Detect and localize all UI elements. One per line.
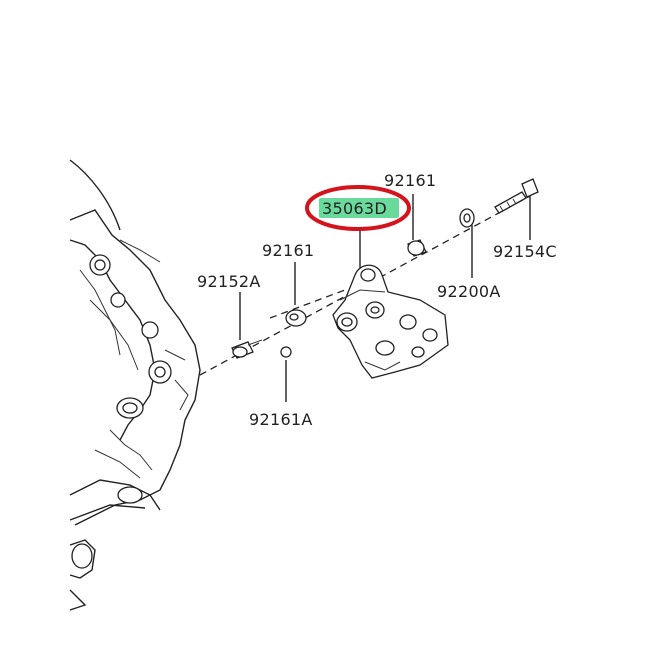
collar-92161-top <box>407 239 427 257</box>
label-92200a: 92200A <box>437 282 501 301</box>
collar-92161-mid <box>285 309 307 327</box>
label-92152a: 92152A <box>197 272 261 291</box>
assembly-axis <box>199 195 531 376</box>
label-92161-mid: 92161 <box>262 241 314 260</box>
label-35063d: 35063D <box>322 199 387 218</box>
leader-lines <box>239 194 531 402</box>
frame-casing <box>69 159 201 611</box>
label-92161a: 92161A <box>249 410 313 429</box>
bolt-92152a <box>231 339 263 359</box>
collar-92161a <box>280 346 292 358</box>
label-92154c: 92154C <box>493 242 557 261</box>
label-92161-top: 92161 <box>384 171 436 190</box>
highlight-35063d <box>305 185 411 231</box>
washer-92200a <box>459 208 475 228</box>
bracket-35063d <box>332 264 449 379</box>
bolt-92154c <box>494 178 539 214</box>
